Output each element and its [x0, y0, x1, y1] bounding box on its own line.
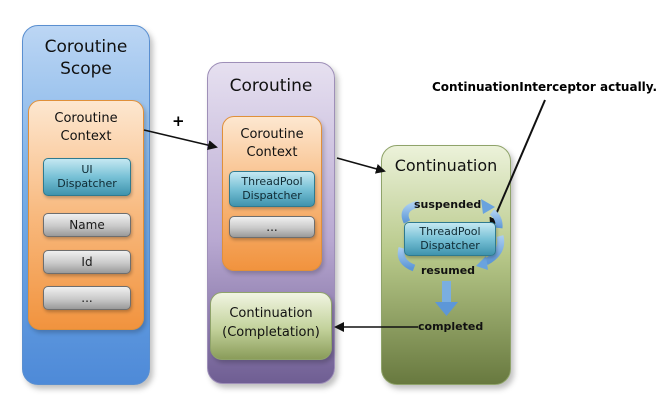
suspended-label: suspended [414, 198, 482, 211]
coroutine-to-continuation-arrow [336, 157, 386, 174]
scope-coroutine-context-title: Coroutine Context [54, 111, 118, 144]
completion-continuation-box [210, 292, 332, 360]
coroutine-context-title: Coroutine Context [240, 127, 304, 160]
plus-label: + [172, 112, 185, 130]
continuation-dispatcher-chip: ThreadPool Dispatcher [404, 222, 496, 256]
cycle-arrowhead-top [481, 199, 495, 214]
name-chip: Name [43, 213, 131, 237]
cycle-arc-right-bottom [484, 235, 505, 266]
scope-to-coroutine-arrow [143, 129, 218, 151]
resumed-label: resumed [421, 264, 476, 277]
cycle-arc-left-top [401, 200, 420, 224]
continuation-title: Continuation [394, 156, 498, 175]
threadpool-dispatcher-chip: ThreadPool Dispatcher [229, 171, 315, 207]
annotation-pointer-arrow [489, 99, 546, 228]
resumed-down-arrow-head [435, 302, 458, 316]
coroutine-scope-title: Coroutine Scope [44, 37, 128, 79]
completed-label: completed [418, 320, 484, 333]
cycle-arc-left-bottom [397, 247, 416, 272]
scope-more-chip: ... [43, 286, 131, 310]
id-chip: Id [43, 250, 131, 274]
cycle-arc-right-top [489, 209, 503, 229]
ui-dispatcher-chip: UI Dispatcher [43, 158, 131, 196]
resumed-down-arrow-shaft [442, 281, 451, 303]
completion-continuation-label: Continuation (Completation) [222, 306, 320, 340]
coroutine-more-chip: ... [229, 216, 315, 238]
cycle-arrowhead-bottom [476, 256, 488, 270]
continuation-interceptor-annotation: ContinuationInterceptor actually. [432, 80, 658, 94]
coroutine-title: Coroutine [229, 76, 313, 96]
